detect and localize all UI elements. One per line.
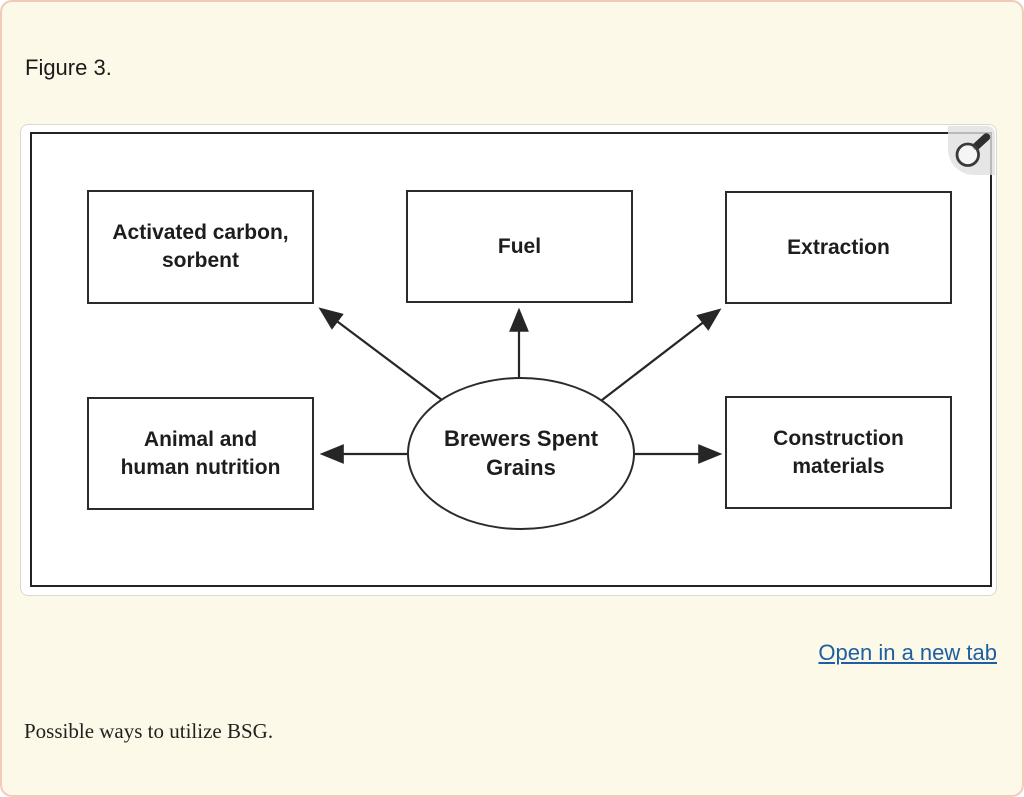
- node-construction-materials: Construction materials: [725, 396, 952, 509]
- node-brewers-spent-grains: Brewers Spent Grains: [407, 377, 635, 530]
- figure-card: Activated carbon, sorbent Fuel Extractio…: [20, 124, 997, 596]
- node-animal-human-nutrition: Animal and human nutrition: [87, 397, 314, 510]
- figure-label: Figure 3.: [25, 55, 112, 80]
- node-extraction: Extraction: [725, 191, 952, 304]
- magnifier-icon: [955, 132, 990, 167]
- diagram-image[interactable]: Activated carbon, sorbent Fuel Extractio…: [30, 132, 992, 587]
- node-activated-carbon-sorbent: Activated carbon, sorbent: [87, 190, 314, 304]
- figure-caption: Possible ways to utilize BSG.: [24, 719, 274, 743]
- open-in-new-tab-link[interactable]: Open in a new tab: [818, 640, 997, 665]
- node-fuel: Fuel: [406, 190, 633, 303]
- zoom-button[interactable]: [948, 126, 995, 175]
